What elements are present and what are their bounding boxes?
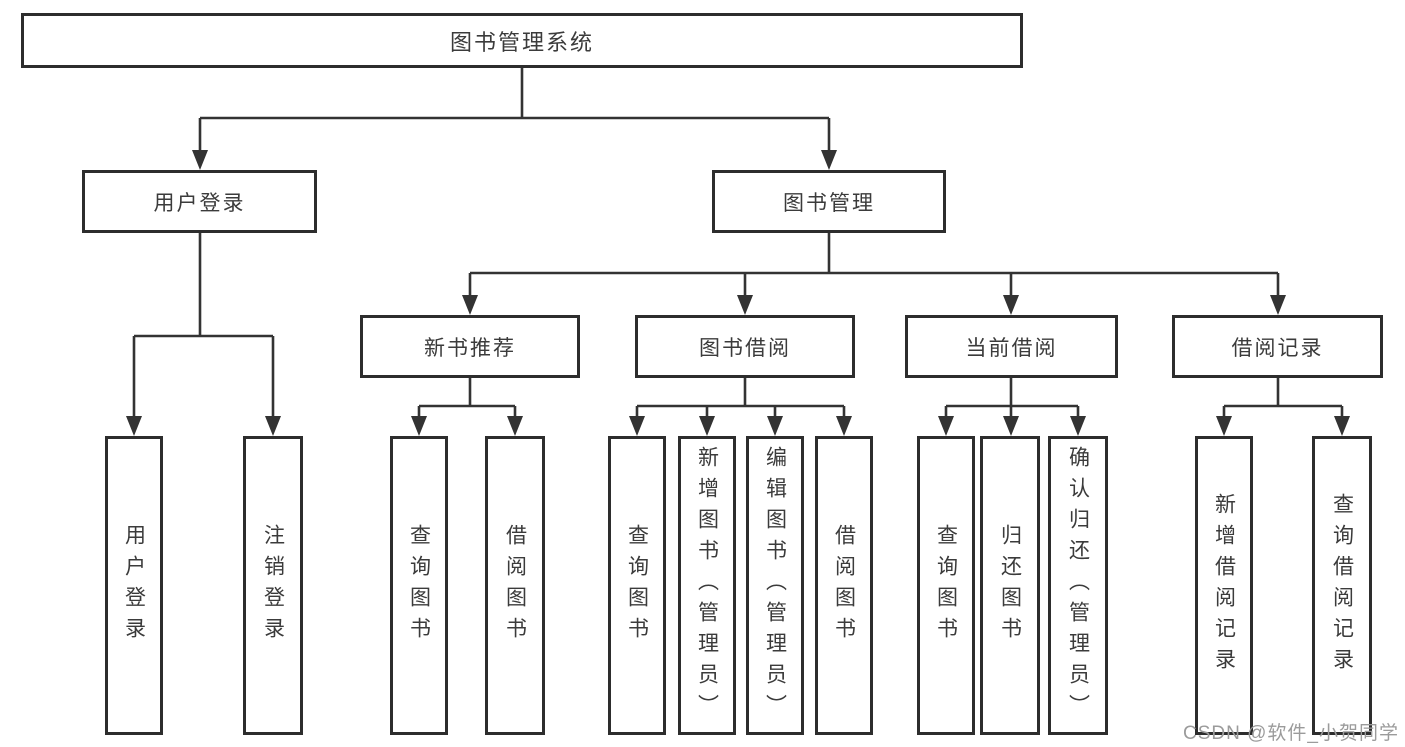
leaf-query-books-recommend: 查询图书 — [390, 436, 448, 735]
leaf-user-login: 用户登录 — [105, 436, 163, 735]
leaf-return-book-label: 归还图书 — [998, 523, 1022, 648]
leaf-return-book: 归还图书 — [980, 436, 1040, 735]
node-book-borrowing: 图书借阅 — [635, 315, 855, 378]
leaf-logout-label: 注销登录 — [261, 523, 285, 648]
leaf-query-borrow-record: 查询借阅记录 — [1312, 436, 1372, 735]
leaf-query-books-borrowing: 查询图书 — [608, 436, 666, 735]
node-current-borrowing: 当前借阅 — [905, 315, 1118, 378]
node-system-root-label: 图书管理系统 — [449, 29, 594, 55]
leaf-query-borrow-record-label: 查询借阅记录 — [1330, 492, 1354, 679]
leaf-borrow-books-recommend-label: 借阅图书 — [503, 523, 527, 648]
node-book-management: 图书管理 — [712, 170, 946, 233]
leaf-add-book-admin: 新增图书（管理员） — [678, 436, 736, 735]
node-user-login: 用户登录 — [82, 170, 317, 233]
node-user-login-label: 用户登录 — [153, 191, 246, 215]
leaf-query-books-current-label: 查询图书 — [934, 523, 958, 648]
leaf-borrow-books-borrowing-label: 借阅图书 — [832, 523, 856, 648]
leaf-borrow-books-recommend: 借阅图书 — [485, 436, 545, 735]
node-system-root: 图书管理系统 — [21, 13, 1023, 68]
leaf-confirm-return-admin: 确认归还（管理员） — [1048, 436, 1108, 735]
leaf-query-books-borrowing-label: 查询图书 — [625, 523, 649, 648]
node-book-borrowing-label: 图书借阅 — [699, 336, 791, 360]
node-new-book-recommend: 新书推荐 — [360, 315, 580, 378]
leaf-query-books-recommend-label: 查询图书 — [407, 523, 431, 648]
watermark: CSDN @软件_小贺同学 — [1183, 723, 1399, 744]
leaf-user-login-label: 用户登录 — [122, 523, 146, 648]
leaf-borrow-books-borrowing: 借阅图书 — [815, 436, 873, 735]
leaf-edit-book-admin: 编辑图书（管理员） — [746, 436, 804, 735]
node-current-borrowing-label: 当前借阅 — [965, 336, 1058, 360]
leaf-add-borrow-record: 新增借阅记录 — [1195, 436, 1253, 735]
node-borrowing-records: 借阅记录 — [1172, 315, 1383, 378]
leaf-add-borrow-record-label: 新增借阅记录 — [1212, 492, 1236, 679]
leaf-logout: 注销登录 — [243, 436, 303, 735]
node-borrowing-records-label: 借阅记录 — [1231, 336, 1324, 360]
leaf-query-books-current: 查询图书 — [917, 436, 975, 735]
leaf-add-book-admin-label: 新增图书（管理员） — [695, 446, 719, 725]
leaf-edit-book-admin-label: 编辑图书（管理员） — [763, 446, 787, 725]
node-book-management-label: 图书管理 — [783, 191, 875, 215]
leaf-confirm-return-admin-label: 确认归还（管理员） — [1066, 446, 1090, 725]
node-new-book-recommend-label: 新书推荐 — [424, 336, 516, 360]
